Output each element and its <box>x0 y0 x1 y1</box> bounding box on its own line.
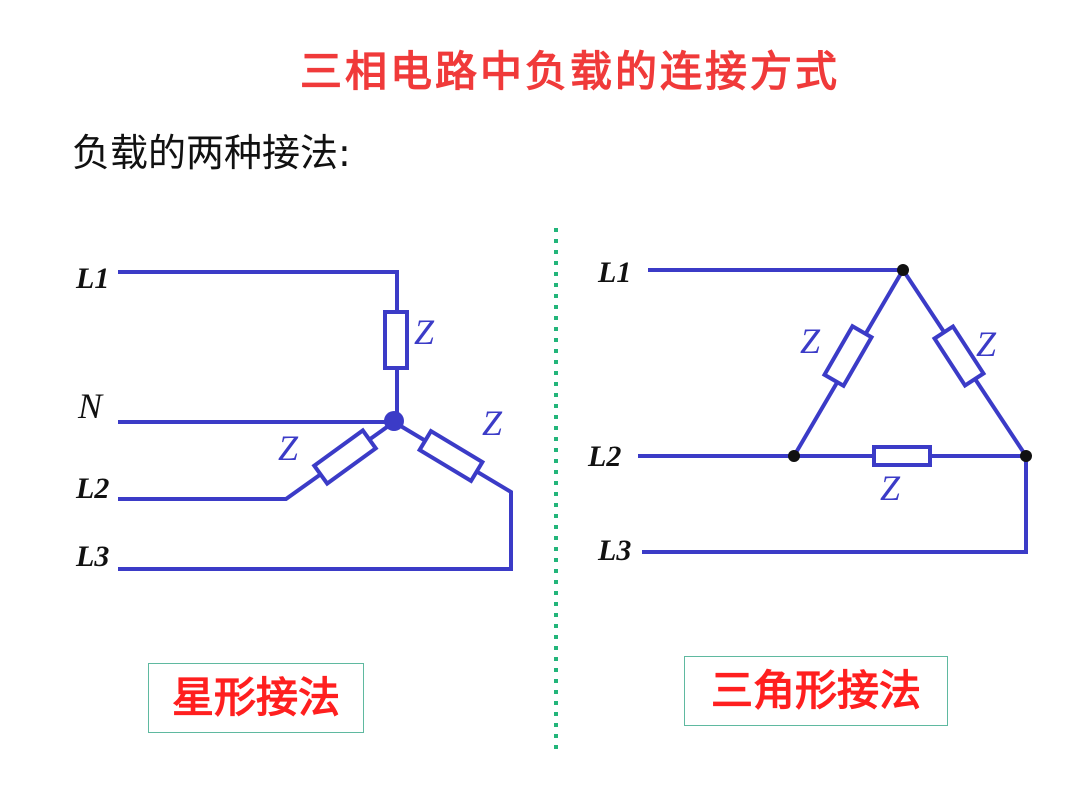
star-wire-l1 <box>118 270 399 314</box>
delta-impedance-bottom <box>872 445 932 467</box>
star-label-n: N <box>77 386 104 426</box>
star-label-l1: L1 <box>75 262 109 295</box>
page-subtitle: 负载的两种接法: <box>72 131 351 175</box>
delta-node-right <box>1020 450 1032 462</box>
delta-label-l2: L2 <box>587 440 621 473</box>
star-impedance-l2 <box>311 427 379 487</box>
star-z-label-l3: Z <box>482 403 503 443</box>
delta-z-label-left: Z <box>800 321 821 361</box>
delta-z-label-bottom: Z <box>880 468 901 508</box>
delta-z-label-right: Z <box>976 324 997 364</box>
star-impedance-l3 <box>416 428 486 484</box>
star-caption: 星形接法 <box>148 663 364 733</box>
page-title: 三相电路中负载的连接方式 <box>299 47 840 96</box>
star-connection-diagram: L1 N L2 L3 Z Z Z <box>75 262 513 573</box>
delta-node-top <box>897 264 909 276</box>
star-label-l3: L3 <box>75 540 109 573</box>
delta-connection-diagram: L1 L2 L3 Z Z Z <box>587 256 1032 567</box>
star-label-l2: L2 <box>75 472 109 505</box>
delta-label-l3: L3 <box>597 534 631 567</box>
delta-wire-l3 <box>642 454 1028 554</box>
delta-impedance-right <box>931 323 987 389</box>
delta-impedance-left <box>821 323 875 389</box>
star-neutral-node <box>384 411 404 431</box>
star-impedance-l1 <box>383 310 409 370</box>
star-z-label-l2: Z <box>278 428 299 468</box>
delta-label-l1: L1 <box>597 256 631 289</box>
star-z-label-l1: Z <box>414 312 435 352</box>
delta-node-left <box>788 450 800 462</box>
delta-caption: 三角形接法 <box>684 656 948 726</box>
